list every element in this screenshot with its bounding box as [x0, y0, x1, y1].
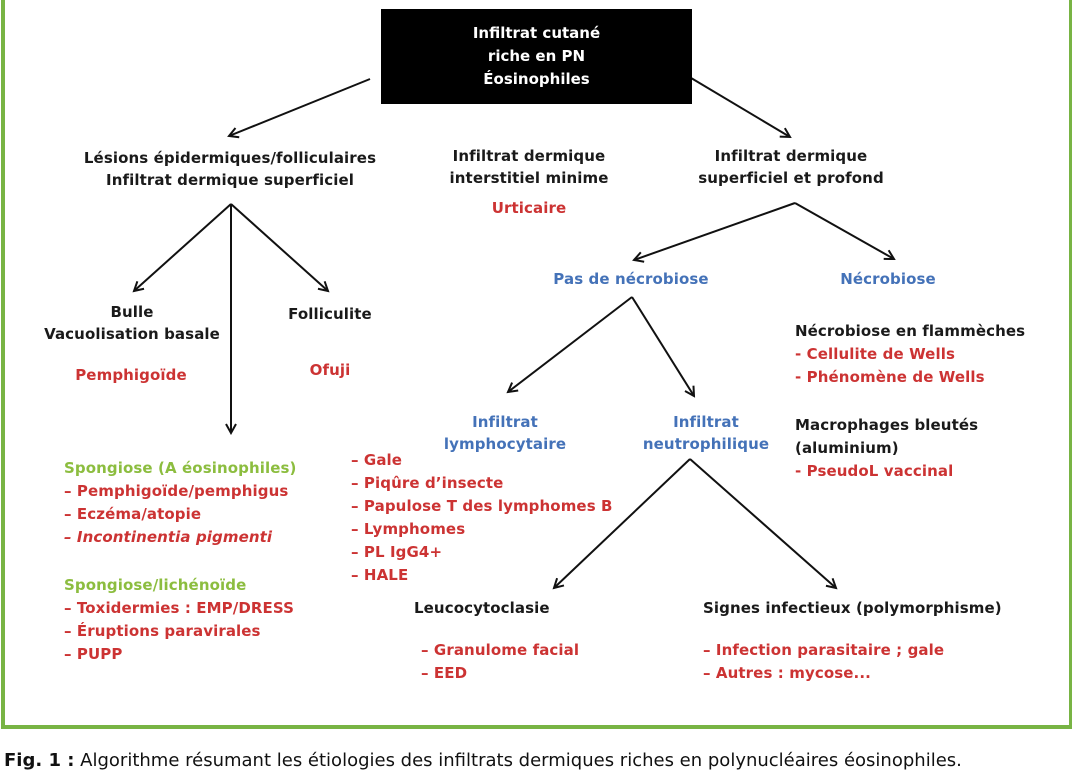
caption-label: Fig. 1 :: [4, 750, 75, 771]
node-line: Vacuolisation basale: [44, 325, 220, 343]
arrow-neutro-to-leuco: [554, 458, 691, 588]
list-item: - Cellulite de Wells: [795, 345, 955, 363]
list-item: – PUPP: [64, 645, 123, 663]
root-line: Infiltrat cutané: [472, 24, 601, 42]
arrow-left-to-folliculite: [230, 203, 328, 291]
node-line: lymphocytaire: [443, 435, 567, 453]
caption-text: Algorithme résumant les étiologies des i…: [74, 750, 962, 771]
list-item: - PseudoL vaccinal: [795, 462, 954, 480]
arrow-right-to-pas-necrobiose: [634, 202, 796, 260]
node-bulle: Bulle Vacuolisation basale: [44, 301, 220, 345]
list-item: – Lymphomes: [351, 520, 466, 538]
node-line: neutrophilique: [642, 435, 770, 453]
arrow-root-to-left: [229, 78, 371, 136]
root-line: Éosinophiles: [483, 70, 590, 88]
list-item: – Papulose T des lymphomes B: [351, 497, 613, 515]
list-item: – Granulome facial: [421, 641, 580, 659]
node-line: interstitiel minime: [449, 169, 609, 187]
root-line: riche en PN: [487, 47, 586, 65]
node-line: Infiltrat dermique: [714, 147, 868, 165]
node-line: Infiltrat dermique superficiel: [106, 171, 354, 189]
group-spongiose-lichenoide: Spongiose/lichénoïde – Toxidermies : EMP…: [64, 574, 294, 666]
list-item: - Phénomène de Wells: [795, 368, 985, 386]
node-line: Infiltrat dermique: [452, 147, 606, 165]
arrow-pas-necrobiose-to-neutro: [631, 296, 694, 396]
arrow-neutro-to-infect: [689, 458, 836, 588]
node-interstitiel-minime: Infiltrat dermique interstitiel minime: [450, 145, 609, 189]
node-line: Infiltrat: [673, 413, 739, 431]
group-title: Nécrobiose en flammèches: [795, 322, 1026, 340]
group-title: Macrophages bleutés: [795, 416, 979, 434]
group-title: (aluminium): [795, 439, 899, 457]
list-item: – PL IgG4+: [351, 543, 443, 561]
list-item: – Piqûre d’insecte: [351, 474, 504, 492]
node-superficiel-profond: Infiltrat dermique superficiel et profon…: [698, 145, 884, 189]
arrow-left-to-bulle: [134, 203, 232, 291]
arrow-pas-necrobiose-to-lympho: [508, 296, 633, 392]
list-item: – Pemphigoïde/pemphigus: [64, 482, 289, 500]
node-infiltrat-neutrophilique: Infiltrat neutrophilique: [643, 411, 769, 455]
list-item: – EED: [421, 664, 468, 682]
arrow-root-to-right: [675, 68, 790, 137]
list-item: – Éruptions paravirales: [64, 622, 261, 640]
diagnosis-pemphigoide: Pemphigoïde: [75, 366, 187, 384]
node-lesions-epidermiques: Lésions épidermiques/folliculaires Infil…: [84, 147, 376, 191]
group-title: Spongiose/lichénoïde: [64, 576, 247, 594]
group-title: Spongiose (A éosinophiles): [64, 459, 297, 477]
list-item: – Toxidermies : EMP/DRESS: [64, 599, 295, 617]
diagram-frame: [1, 0, 1072, 729]
node-folliculite: Folliculite: [288, 305, 372, 323]
list-item: – HALE: [351, 566, 409, 584]
diagnosis-urticaire: Urticaire: [491, 199, 567, 217]
node-line: Bulle: [110, 303, 154, 321]
list-item: – Infection parasitaire ; gale: [703, 641, 945, 659]
figure-caption: Fig. 1 : Algorithme résumant les étiolog…: [4, 750, 962, 771]
group-spongiose-eosinophiles: Spongiose (A éosinophiles) – Pemphigoïde…: [64, 457, 297, 549]
node-pas-de-necrobiose: Pas de nécrobiose: [553, 270, 709, 288]
node-line: Infiltrat: [472, 413, 538, 431]
list-item: – Eczéma/atopie: [64, 505, 202, 523]
root-node: Infiltrat cutané riche en PN Éosinophile…: [381, 9, 692, 104]
node-infiltrat-lymphocytaire: Infiltrat lymphocytaire: [444, 411, 566, 455]
node-necrobiose: Nécrobiose: [840, 270, 936, 288]
node-leucocytoclasie: Leucocytoclasie: [414, 599, 550, 617]
node-line: superficiel et profond: [698, 169, 884, 187]
node-signes-infectieux: Signes infectieux (polymorphisme): [703, 599, 1002, 617]
list-signes-infectieux: – Infection parasitaire ; gale – Autres …: [703, 639, 944, 685]
group-necrobiose-flammeches: Nécrobiose en flammèches - Cellulite de …: [795, 320, 1025, 389]
list-leucocytoclasie: – Granulome facial – EED: [421, 639, 579, 685]
list-item: – Gale: [351, 451, 403, 469]
diagnosis-ofuji: Ofuji: [309, 361, 351, 379]
list-item: – Incontinentia pigmenti: [64, 528, 273, 546]
node-line: Lésions épidermiques/folliculaires: [83, 149, 377, 167]
list-item: – Autres : mycose...: [703, 664, 871, 682]
list-lymphocytaire: – Gale – Piqûre d’insecte – Papulose T d…: [351, 449, 613, 587]
group-macrophages-bleutes: Macrophages bleutés (aluminium) - Pseudo…: [795, 414, 978, 483]
arrow-right-to-necrobiose: [794, 202, 894, 259]
